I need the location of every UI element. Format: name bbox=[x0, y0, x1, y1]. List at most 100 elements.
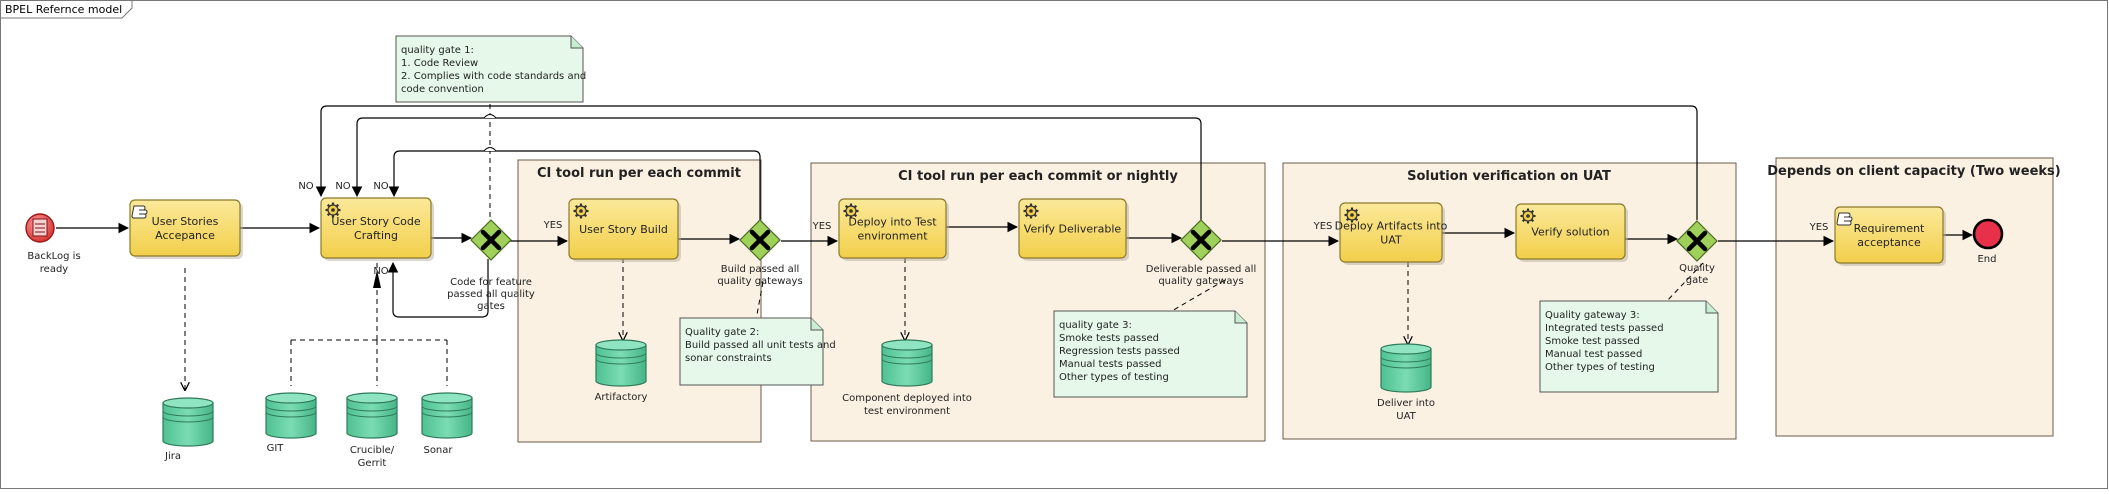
flow-label-no: NO bbox=[298, 181, 313, 192]
gear-icon bbox=[573, 203, 589, 219]
task-verify-solution[interactable]: Verify solution bbox=[1515, 203, 1628, 262]
note-gateway3: Quality gateway 3: Integrated tests passe… bbox=[1539, 300, 1719, 393]
task-label: UAT bbox=[1380, 234, 1402, 247]
note-line: Other types of testing bbox=[1059, 372, 1169, 383]
store-label: Jira bbox=[164, 451, 181, 462]
flow-label-yes: YES bbox=[1313, 221, 1333, 232]
store-artifactory[interactable] bbox=[595, 339, 647, 387]
task-label: acceptance bbox=[1857, 236, 1921, 249]
task-label: User Story Code bbox=[331, 215, 421, 228]
store-label-line: Sonar bbox=[423, 445, 453, 456]
store-label-line: Deliver into bbox=[1377, 398, 1435, 409]
gateway-label-line: passed all quality bbox=[447, 289, 535, 300]
gateway-quality[interactable] bbox=[1676, 220, 1718, 262]
diagram-title: BPEL Refernce model bbox=[5, 3, 122, 16]
note-line: 1. Code Review bbox=[401, 58, 478, 69]
flow-label-no: NO bbox=[373, 181, 388, 192]
note-line: code convention bbox=[401, 84, 484, 95]
gear-icon bbox=[1023, 203, 1039, 219]
flow-label-yes: YES bbox=[812, 221, 832, 232]
note-line: Regression tests passed bbox=[1059, 346, 1180, 357]
svg-text:BackLog is: BackLog is bbox=[27, 251, 80, 262]
store-label-line: Component deployed into bbox=[842, 393, 972, 404]
gateway-code[interactable] bbox=[470, 219, 512, 261]
task-verify-deliverable[interactable]: Verify Deliverable bbox=[1018, 198, 1129, 261]
exclusive-x-icon bbox=[749, 229, 771, 251]
manual-task-icon bbox=[131, 205, 148, 219]
store-git[interactable] bbox=[265, 392, 317, 439]
sequence-flows bbox=[56, 221, 1974, 247]
store-component[interactable] bbox=[881, 339, 933, 387]
svg-text:ready: ready bbox=[40, 264, 69, 275]
flow-label-yes: YES bbox=[543, 220, 563, 231]
assoc-gate3-note bbox=[1169, 279, 1226, 313]
store-label-line: test environment bbox=[864, 406, 950, 417]
task-build[interactable]: User Story Build bbox=[568, 198, 681, 262]
lane-client bbox=[1775, 157, 2054, 437]
exclusive-x-icon bbox=[1190, 229, 1212, 251]
note-line: Integrated tests passed bbox=[1545, 323, 1664, 334]
store-label: Artifactory bbox=[595, 392, 648, 403]
note-line: Quality gateway 3: bbox=[1545, 310, 1640, 321]
gateway-label-line: quality gateways bbox=[1158, 276, 1243, 287]
loop-flows bbox=[315, 105, 1698, 318]
task-label: User Stories bbox=[152, 215, 219, 228]
note-gate3: quality gate 3: Smoke tests passedRegress… bbox=[1053, 310, 1248, 398]
note-line: Manual test passed bbox=[1545, 349, 1642, 360]
assoc-tools-arrowhead bbox=[373, 270, 381, 288]
gateway-label-line: Build passed all bbox=[721, 264, 800, 275]
task-label: Verify solution bbox=[1531, 226, 1609, 239]
note-line: Other types of testing bbox=[1545, 362, 1655, 373]
store-crucible[interactable] bbox=[346, 392, 398, 439]
gateway-label-line: gate bbox=[1686, 275, 1709, 286]
store-label-line: Artifactory bbox=[595, 392, 648, 403]
task-label: Requirement bbox=[1854, 222, 1925, 235]
store-label: Sonar bbox=[423, 445, 453, 456]
note-line: Quality gate 2: bbox=[685, 327, 759, 338]
line-crossings bbox=[483, 114, 497, 152]
start-event-label: BackLog is ready bbox=[27, 251, 80, 275]
flow-no-deliverable bbox=[351, 117, 1202, 220]
note-line: Smoke test passed bbox=[1545, 336, 1640, 347]
gateway-label-line: Deliverable passed all bbox=[1146, 264, 1256, 275]
note-line: Smoke tests passed bbox=[1059, 333, 1159, 344]
flow-no-code bbox=[387, 259, 489, 318]
assoc-tools bbox=[290, 263, 448, 386]
store-sonar[interactable] bbox=[421, 392, 473, 439]
note-line: Build passed all unit tests and bbox=[685, 340, 836, 351]
store-label-line: Jira bbox=[164, 451, 181, 462]
note-line: sonar constraints bbox=[685, 353, 772, 364]
store-deliver-uat[interactable] bbox=[1380, 343, 1432, 393]
gateway-build[interactable] bbox=[739, 219, 781, 261]
flow-no-quality-gate bbox=[315, 105, 1698, 220]
start-event bbox=[25, 213, 55, 243]
gateway-label-line: gates bbox=[477, 301, 505, 312]
manual-task-icon bbox=[1836, 212, 1853, 226]
store-label-line: Crucible/ bbox=[350, 445, 395, 456]
flow-no-build bbox=[388, 150, 761, 220]
associations bbox=[185, 102, 1704, 390]
end-event bbox=[1972, 218, 2004, 250]
note-gate2: Quality gate 2: Build passed all unit tes… bbox=[679, 317, 836, 386]
store-jira[interactable] bbox=[162, 397, 214, 447]
exclusive-x-icon bbox=[1686, 230, 1708, 252]
task-label: Deploy Artifacts into bbox=[1335, 220, 1448, 233]
task-label: Deploy into Test bbox=[848, 216, 937, 229]
gateway-label-line: quality gateways bbox=[717, 276, 802, 287]
lane-client-title: Depends on client capacity (Two weeks) bbox=[1767, 164, 2060, 179]
gateway-deliverable[interactable] bbox=[1180, 219, 1222, 261]
gateway-label-line: Code for feature bbox=[450, 277, 532, 288]
note-line: quality gate 3: bbox=[1059, 320, 1132, 331]
store-label: GIT bbox=[267, 443, 285, 454]
